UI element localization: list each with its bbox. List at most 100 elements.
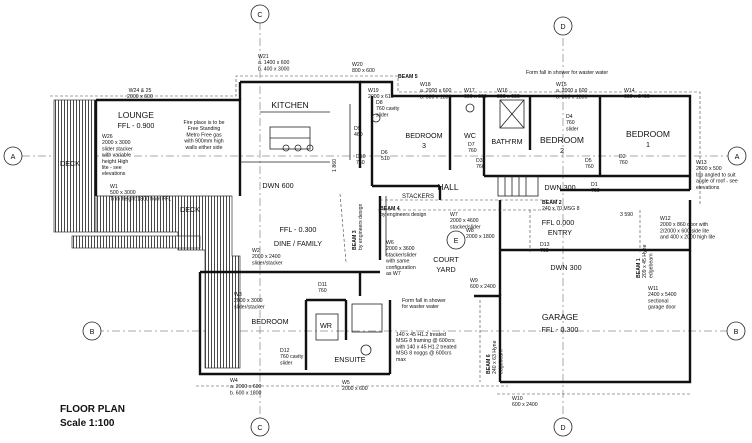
label-w2-line: 2000 x 2400 <box>252 254 281 260</box>
label-w17-line: W17 <box>464 88 475 94</box>
label-framing-line: MSG 8 noggs @ 600crs <box>396 351 452 357</box>
svg-text:FFL - 0.300: FFL - 0.300 <box>280 225 317 234</box>
label-w13-line: elevations <box>696 185 720 191</box>
label-w13-line: 2600 x 500 <box>696 166 722 172</box>
label-beam1-line: edgebeam <box>648 253 654 278</box>
svg-text:COURT: COURT <box>433 255 459 264</box>
room-bedroom-3: BEDROOM 3 <box>405 131 442 150</box>
label-beam6-line: 240 x 63 Hyne <box>492 340 498 374</box>
label-d13-line: 760 <box>540 248 549 254</box>
label-w19-line: W19 <box>368 88 379 94</box>
label-d1-line: 760 <box>591 188 600 194</box>
label-dim-1860: 1 860 <box>332 159 338 172</box>
fixtures <box>240 99 539 356</box>
label-w12-line: 2/2000 x 600 side lite <box>660 228 709 234</box>
plan-title: FLOOR PLAN <box>60 404 125 415</box>
deck-mid-label: DECK <box>180 205 200 214</box>
svg-text:FFL - 0.900: FFL - 0.900 <box>118 121 155 130</box>
label-d13-line: D13 <box>540 242 550 248</box>
label-w26-line: height High <box>102 159 128 165</box>
label-d2-line: D2 <box>619 154 626 160</box>
room-garage: GARAGE FFL - 0.300 <box>542 312 579 334</box>
label-d2-line: 760 <box>619 160 628 166</box>
label-beam5: BEAM 5 <box>398 74 418 80</box>
svg-text:C: C <box>257 423 262 432</box>
label-d10-line: D10 <box>356 154 366 160</box>
room-court-yard: COURT YARD <box>433 255 459 274</box>
deck-left-label: DECK <box>60 159 80 168</box>
label-w10-line: 600 x 2400 <box>512 402 538 408</box>
room-bathroom: BATH'RM <box>491 137 522 146</box>
label-w17-line: 600 x 600 <box>464 94 487 100</box>
svg-text:BEDROOM: BEDROOM <box>626 129 670 139</box>
label-w12-line: W12 <box>660 216 671 222</box>
room-bedroom-2: BEDROOM 2 <box>540 135 584 155</box>
grid-marker-b-left: B <box>82 321 102 341</box>
grid-marker-e: E <box>446 230 466 250</box>
svg-text:B: B <box>734 327 739 336</box>
deck-left <box>53 99 97 233</box>
label-d7-line: D7 <box>468 142 475 148</box>
label-d4-line: slider <box>566 126 579 132</box>
label-w16-line: W16 <box>497 88 508 94</box>
label-w1-line: W1 <box>110 184 118 190</box>
label-beam6-line: edgebeam <box>498 349 504 374</box>
label-fireplace-line: walls either side <box>186 145 223 151</box>
label-w3-line: 2000 x 3000 <box>234 298 263 304</box>
label-w6-line: configuration <box>386 265 416 271</box>
label-w6-line: with same <box>386 259 409 265</box>
label-w15-line: W15 <box>556 82 567 88</box>
label-w26-line: 2000 x 3000 <box>102 140 131 146</box>
label-w6-line: as W7 <box>386 271 401 277</box>
label-d3-line: D3 <box>476 158 483 164</box>
label-beam4-line: by engineers design <box>380 212 427 218</box>
label-beam1-line: BEAM 1 <box>636 258 642 278</box>
svg-text:3: 3 <box>422 141 426 150</box>
label-d4-line: 760 <box>566 120 575 126</box>
label-d6-line: D6 <box>381 150 388 156</box>
label-framing-line: MSG 8 framing @ 600crs <box>396 338 455 344</box>
label-w13-line: angle of roof - see <box>696 179 738 185</box>
label-d1-line: D1 <box>591 182 598 188</box>
label-shower-note-bottom-line: Form fall in shower <box>402 298 446 304</box>
label-d6-line: 510 <box>381 156 390 162</box>
label-beam2-line: 240 x 70 MSG 8 <box>542 206 580 212</box>
grid-marker-a-right: A <box>727 146 747 166</box>
label-w7-line: W7 <box>450 212 458 218</box>
label-d8-line: slider <box>376 112 389 118</box>
deck-strip <box>71 235 201 249</box>
label-d12-line: slider <box>280 360 293 366</box>
label-dim-1860-line: 1 860 <box>332 159 338 172</box>
label-d9-line: 460 <box>354 132 363 138</box>
label-shower-note-top-line: Form fall in shower for waster water <box>526 70 608 76</box>
svg-text:E: E <box>454 236 459 245</box>
label-w5-line: 2000 x 600 <box>342 386 368 392</box>
label-d12-line: 760 cavity <box>280 354 304 360</box>
grid-marker-d-top: D <box>553 16 573 36</box>
grid-marker-a-left: A <box>3 146 23 166</box>
label-w13-line: W13 <box>696 160 707 166</box>
label-w11-line: W11 <box>648 286 658 292</box>
label-w1-line: 500 x 3000 <box>110 190 136 196</box>
label-w6-line: 2000 x 3600 <box>386 246 415 252</box>
label-w4-line: W4 <box>230 378 238 384</box>
svg-text:2: 2 <box>560 146 564 155</box>
